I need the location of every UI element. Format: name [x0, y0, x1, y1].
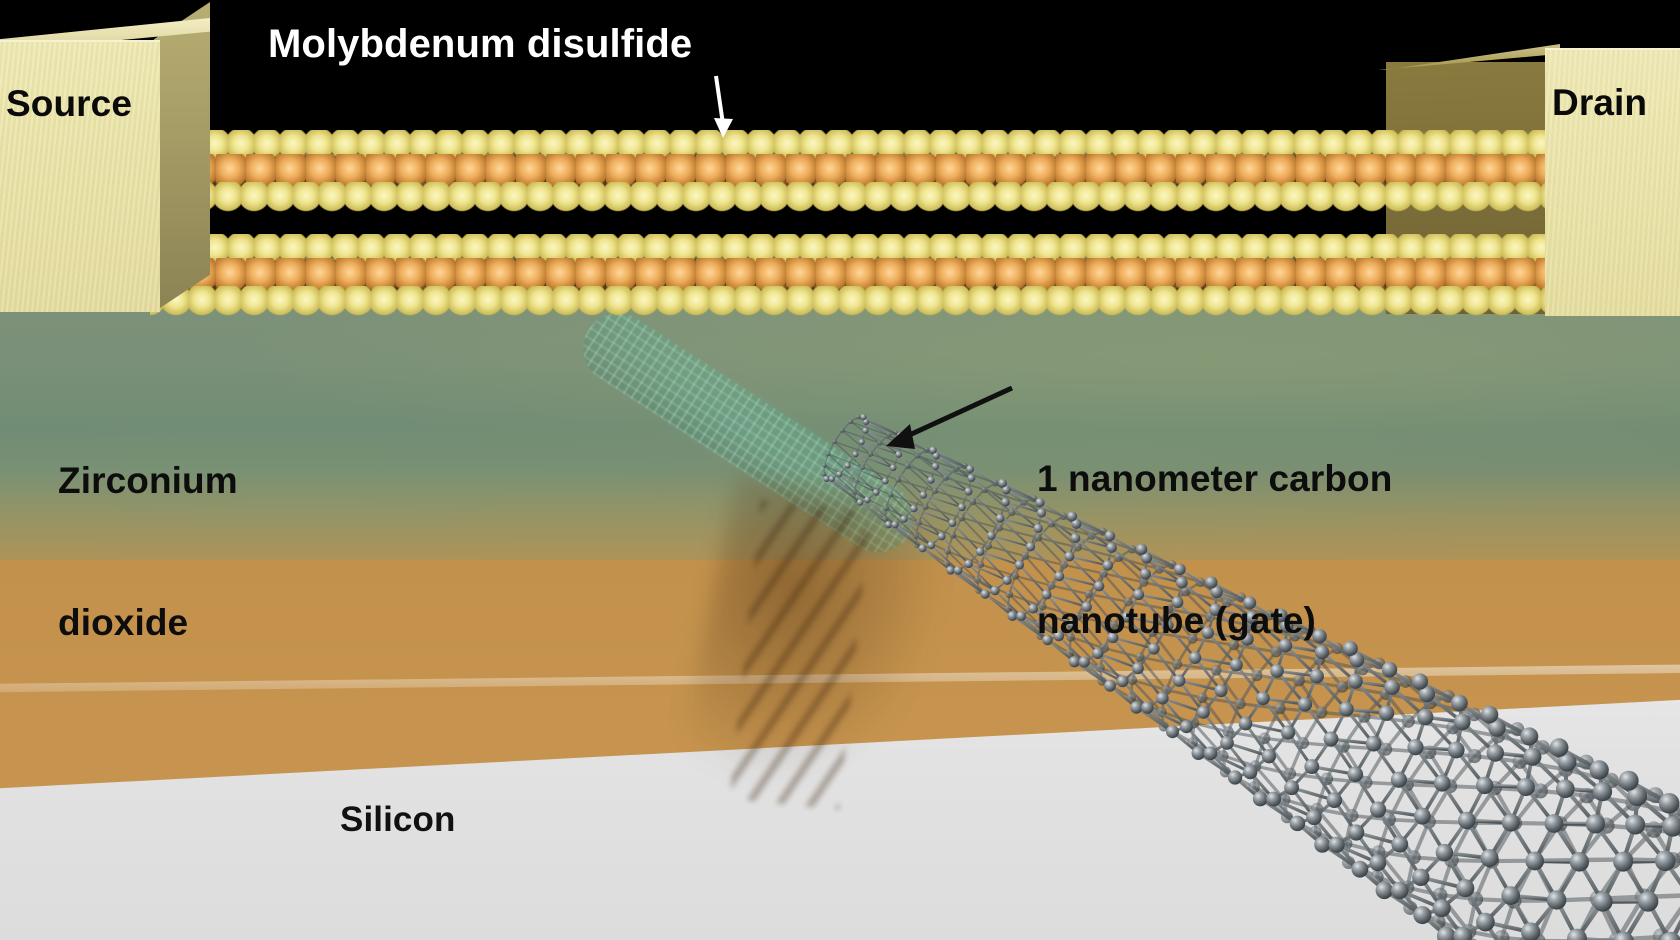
sulfur-row-bottom: [150, 182, 1550, 216]
label-zirconium-dioxide-line1: Zirconium: [58, 459, 238, 501]
drain-electrode-front-face: [1545, 48, 1680, 316]
molybdenum-disulfide-sheet-upper: [150, 128, 1550, 224]
label-source: Source: [6, 83, 133, 124]
molybdenum-disulfide-sheet-lower: [150, 232, 1550, 328]
arrow-down-icon: [714, 75, 733, 138]
source-electrode-front-face: [0, 40, 160, 312]
label-carbon-nanotube: 1 nanometer carbon nanotube (gate): [1037, 360, 1392, 739]
label-molybdenum-disulfide: Molybdenum disulfide: [268, 22, 693, 66]
label-carbon-nanotube-line2: nanotube (gate): [1037, 599, 1316, 641]
label-zirconium-dioxide: Zirconium dioxide: [58, 362, 238, 741]
source-electrode-side-face: [154, 2, 210, 312]
label-silicon: Silicon: [340, 800, 456, 839]
label-drain: Drain: [1552, 82, 1648, 123]
label-zirconium-dioxide-line2: dioxide: [58, 601, 189, 643]
label-carbon-nanotube-line1: 1 nanometer carbon: [1037, 457, 1393, 499]
arrow-down-left-icon: [886, 385, 1014, 449]
sulfur-row-bottom: [150, 286, 1550, 320]
